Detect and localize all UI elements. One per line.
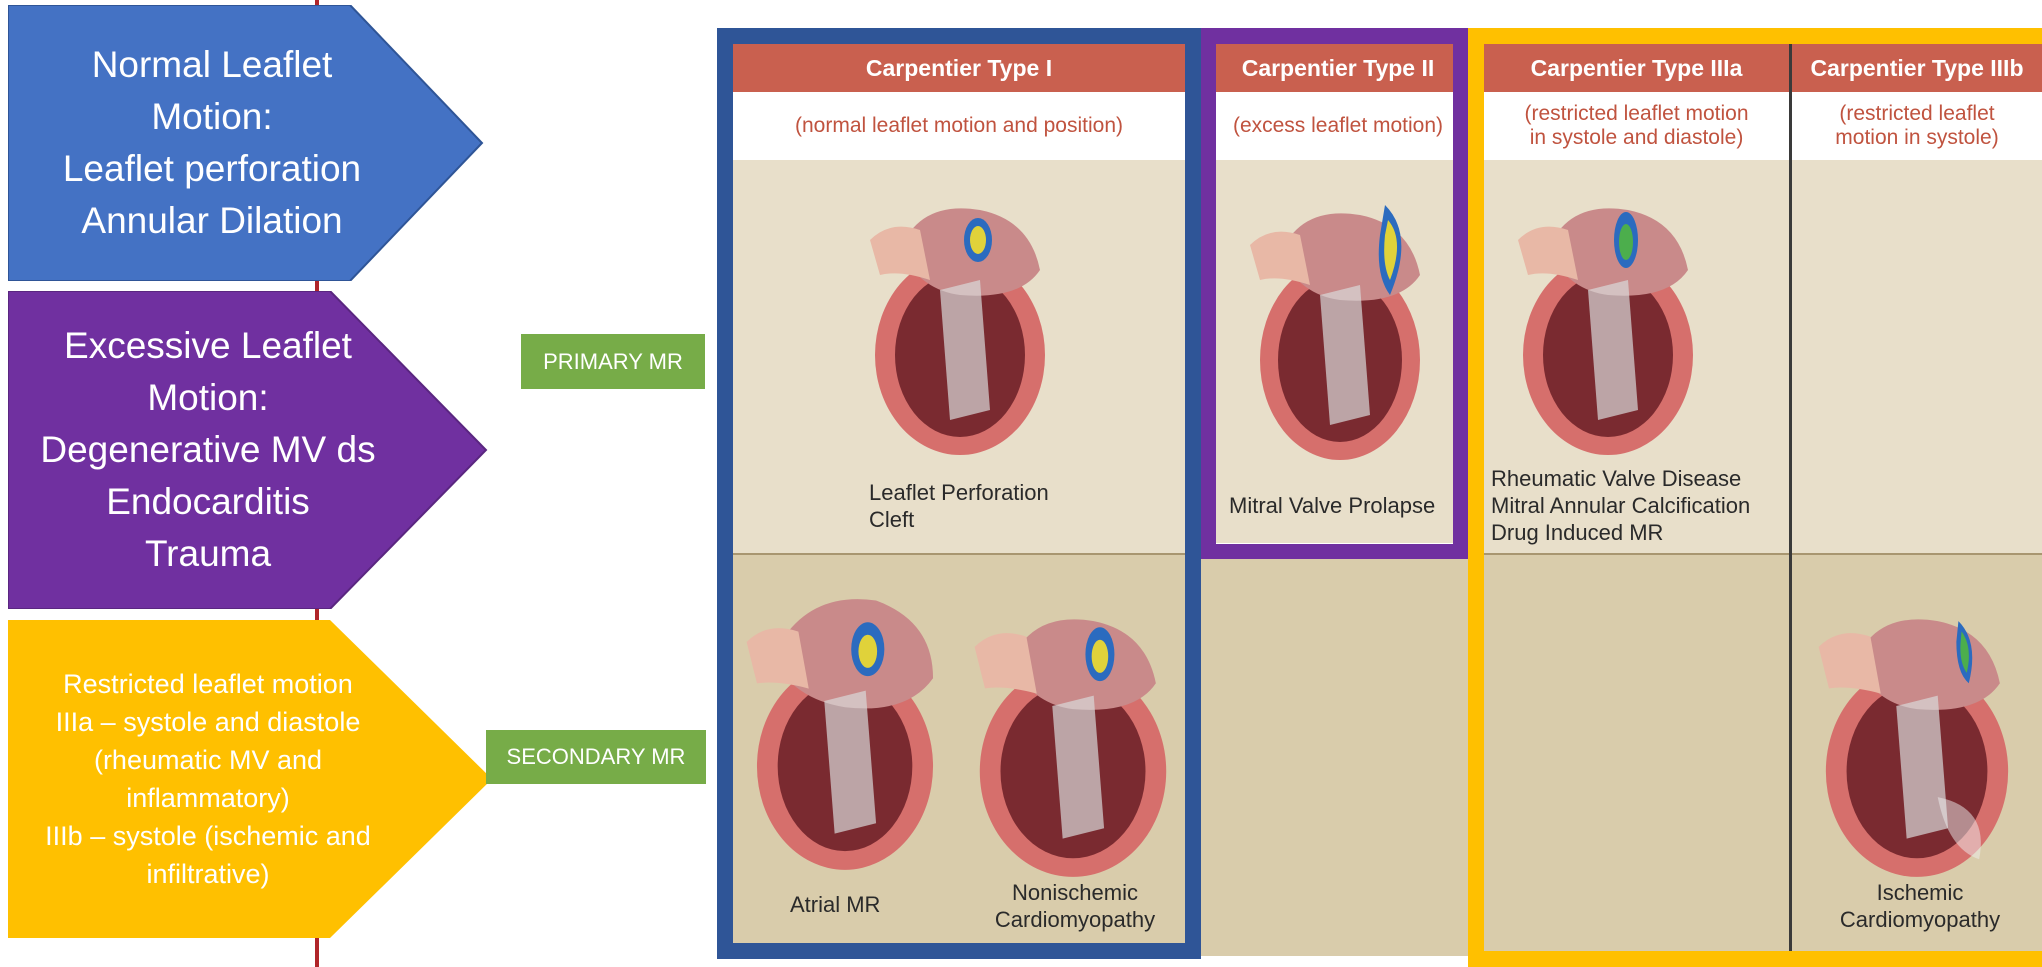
primary-mr-tag: PRIMARY MR xyxy=(521,334,705,389)
arrow-line: infiltrative) xyxy=(146,855,269,893)
arrow-line: Excessive Leaflet xyxy=(64,320,352,372)
heart-illustration xyxy=(740,585,950,875)
label-line: Rheumatic Valve Disease xyxy=(1491,465,1750,492)
arrow-line: Endocarditis xyxy=(106,476,310,528)
label-line: Ischemic xyxy=(1830,879,2010,906)
arrow-line: Degenerative MV ds xyxy=(40,424,375,476)
label-type1-primary: Leaflet Perforation Cleft xyxy=(869,479,1049,533)
arrow-line: Leaflet perforation xyxy=(63,143,361,195)
label-line: Cleft xyxy=(869,506,1049,533)
arrow-line: Annular Dilation xyxy=(81,195,342,247)
arrow-line: Trauma xyxy=(145,528,271,580)
heart-illustration xyxy=(1812,590,2022,880)
label-line: Cardiomyopathy xyxy=(985,906,1165,933)
arrow-line: Normal Leaflet xyxy=(92,39,333,91)
label-line: Mitral Valve Prolapse xyxy=(1229,492,1435,519)
label-type3a-primary: Rheumatic Valve Disease Mitral Annular C… xyxy=(1491,465,1750,546)
label-type2-primary: Mitral Valve Prolapse xyxy=(1229,492,1435,519)
arrow-line: Restricted leaflet motion xyxy=(63,665,353,703)
arrow-normal-text: Normal Leaflet Motion: Leaflet perforati… xyxy=(8,5,416,281)
label-line: Atrial MR xyxy=(790,891,880,918)
heart-illustration xyxy=(1508,180,1708,460)
arrow-line: inflammatory) xyxy=(126,779,290,817)
label-line: Drug Induced MR xyxy=(1491,519,1750,546)
arrow-line: (rheumatic MV and xyxy=(94,741,322,779)
type2-secondary-cell xyxy=(1201,558,1469,956)
label-atrial-mr: Atrial MR xyxy=(790,891,880,918)
label-nonischemic: Nonischemic Cardiomyopathy xyxy=(985,879,1165,933)
label-line: Cardiomyopathy xyxy=(1830,906,2010,933)
heart-illustration xyxy=(860,180,1060,460)
arrow-normal-motion: Normal Leaflet Motion: Leaflet perforati… xyxy=(8,5,488,281)
arrow-line: Motion: xyxy=(151,91,272,143)
secondary-mr-tag: SECONDARY MR xyxy=(486,730,706,784)
label-ischemic: Ischemic Cardiomyopathy xyxy=(1830,879,2010,933)
label-line: Leaflet Perforation xyxy=(869,479,1049,506)
arrow-excessive-text: Excessive Leaflet Motion: Degenerative M… xyxy=(8,291,408,609)
heart-illustration xyxy=(1240,185,1440,465)
arrow-excessive-motion: Excessive Leaflet Motion: Degenerative M… xyxy=(8,291,488,609)
arrow-restricted-motion: Restricted leaflet motion IIIa – systole… xyxy=(8,620,498,938)
heart-illustration xyxy=(968,590,1178,880)
label-line: Mitral Annular Calcification xyxy=(1491,492,1750,519)
arrow-restricted-text: Restricted leaflet motion IIIa – systole… xyxy=(8,620,408,938)
arrow-line: IIIb – systole (ischemic and xyxy=(45,817,371,855)
arrow-line: IIIa – systole and diastole xyxy=(56,703,361,741)
arrow-line: Motion: xyxy=(147,372,268,424)
label-line: Nonischemic xyxy=(985,879,1165,906)
